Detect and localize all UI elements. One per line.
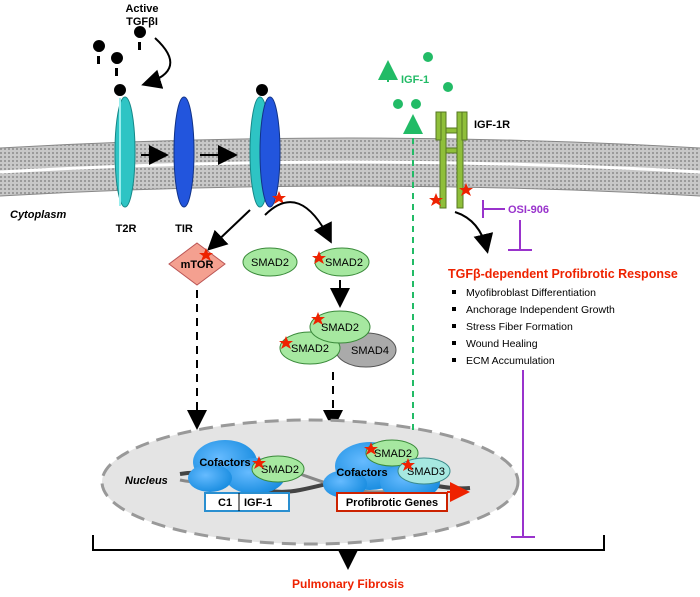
ligand-label-active: Active [125, 3, 158, 15]
phospho-star [199, 248, 213, 261]
igf1r-receptor [435, 111, 468, 209]
response-title: TGFβ-dependent Profibrotic Response [448, 267, 678, 281]
igf1r-label: IGF-1R [474, 119, 510, 131]
tir-label: TIR [175, 223, 193, 235]
igf1r-to-response-arrow [454, 211, 494, 254]
response-item: Stress Fiber Formation [466, 321, 573, 333]
smad2-nuclear-left-label: SMAD2 [261, 464, 299, 476]
igf1-gene-box [204, 492, 290, 512]
cofactors-left-label: Cofactors [199, 457, 250, 469]
igf1-label: IGF-1 [401, 74, 429, 86]
t2r-label: T2R [116, 223, 137, 235]
phospho-star [312, 251, 326, 264]
c1-label: C1 [218, 497, 232, 509]
cell-membrane [0, 137, 700, 197]
ligand-arrow [141, 37, 172, 89]
phospho-star [401, 458, 415, 471]
t2r-receptor [114, 84, 136, 208]
smad2-inactive [242, 247, 298, 277]
tir-receptor [173, 96, 195, 208]
phospho-star [272, 191, 286, 204]
smad-complex [279, 310, 397, 368]
igf1-ligands [393, 52, 453, 109]
profibrotic-genes-box [336, 492, 448, 512]
cytoplasm-label: Cytoplasm [10, 209, 66, 221]
smad2-complex-top-label: SMAD2 [321, 322, 359, 334]
smad2-inactive-label: SMAD2 [251, 257, 289, 269]
outcome-label: Pulmonary Fibrosis [292, 577, 404, 591]
ligand-icon [93, 26, 147, 76]
igf1-gene-label: IGF-1 [244, 497, 272, 509]
response-item: Wound Healing [466, 338, 538, 350]
response-item: Myofibroblast Differentiation [466, 287, 596, 299]
phospho-star [459, 183, 473, 196]
smad2-nuclear-right [365, 439, 419, 467]
arrow-smad-activation [264, 201, 332, 244]
response-item: ECM Accumulation [466, 355, 555, 367]
smad3-label: SMAD3 [407, 466, 445, 478]
smad4-label: SMAD4 [351, 345, 389, 357]
cofactors-right-label: Cofactors [336, 467, 387, 479]
osi-label: OSI-906 [508, 204, 549, 216]
phospho-star [252, 456, 266, 469]
receptor-complex [249, 84, 286, 208]
arrow-to-mtor [207, 209, 251, 251]
ligand-label-tgfb: TGFβI [126, 16, 158, 28]
smad2-nuclear-left [251, 455, 305, 483]
response-item: Anchorage Independent Growth [466, 304, 615, 316]
smad2-complex-left-label: SMAD2 [291, 343, 329, 355]
profibrotic-genes-label: Profibrotic Genes [346, 497, 438, 509]
response-list: Myofibroblast Differentiation Anchorage … [452, 287, 615, 367]
nucleus-label: Nucleus [125, 475, 168, 487]
phospho-star [429, 193, 443, 206]
smad2-nuclear-right-label: SMAD2 [374, 448, 412, 460]
mtor-label: mTOR [181, 259, 214, 271]
phospho-star [364, 442, 378, 455]
smad2-active-label: SMAD2 [325, 257, 363, 269]
